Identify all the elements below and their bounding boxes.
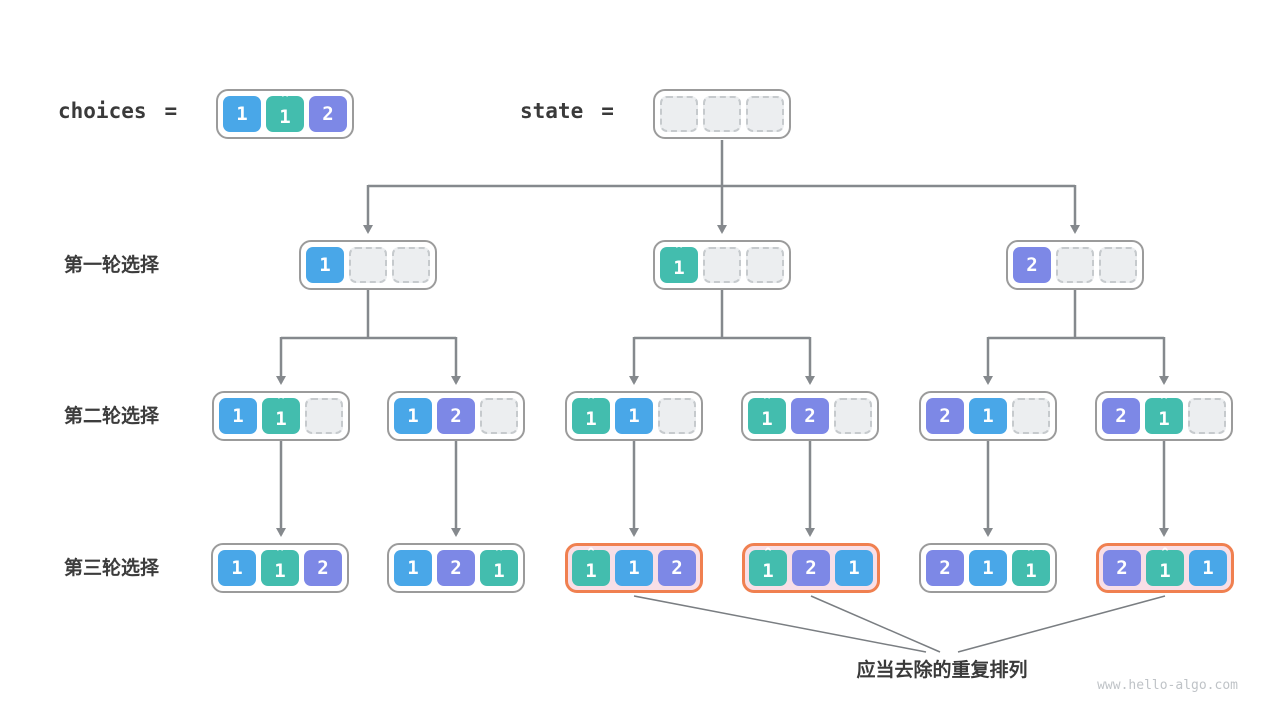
element-1: 1 [218, 550, 256, 586]
empty-slot [660, 96, 698, 132]
element-1: 1 [615, 550, 653, 586]
hat-mark: ˆ [275, 394, 287, 414]
state-label: state [520, 99, 584, 123]
round2-connectors [276, 441, 1169, 537]
element-1: 1 [394, 398, 432, 434]
element-2: 2 [658, 550, 696, 586]
round1-node-1: 1 [299, 240, 437, 290]
element-1: 1 [969, 550, 1007, 586]
empty-slot [1188, 398, 1226, 434]
empty-slot [658, 398, 696, 434]
empty-slot [392, 247, 430, 283]
element-1: 1 [969, 398, 1007, 434]
element-2: 2 [437, 398, 475, 434]
state-equals-sign: = [601, 99, 614, 123]
choices-equals-sign: = [164, 99, 178, 123]
row-label-round1: 第一轮选择 [64, 254, 160, 276]
root-connectors [363, 140, 1080, 234]
element-2: 2 [926, 398, 964, 434]
element-1: 1 [223, 96, 261, 132]
hat-mark: ˆ [493, 546, 505, 566]
hat-mark: ˆ [761, 394, 773, 414]
element-1: 1 [219, 398, 257, 434]
element-2: 2 [926, 550, 964, 586]
empty-slot [480, 398, 518, 434]
element-1: 1 [835, 550, 873, 586]
empty-slot [349, 247, 387, 283]
element-1: 1 [1189, 550, 1227, 586]
element-2: 2 [437, 550, 475, 586]
empty-slot [834, 398, 872, 434]
hat-mark: ˆ [1159, 546, 1171, 566]
state-caption: state = [520, 99, 614, 123]
empty-slot [703, 96, 741, 132]
element-2: 2 [1102, 398, 1140, 434]
empty-slot [746, 247, 784, 283]
watermark: www.hello-algo.com [1097, 678, 1238, 693]
choices-caption: choices = [58, 99, 177, 123]
element-2: 2 [304, 550, 342, 586]
hat-mark: ˆ [1158, 394, 1170, 414]
element-2: 2 [792, 550, 830, 586]
hat-mark: ˆ [762, 546, 774, 566]
element-1: 1 [306, 247, 344, 283]
row-label-round2: 第二轮选择 [64, 405, 160, 427]
hat-mark: ˆ [279, 92, 291, 112]
empty-slot [746, 96, 784, 132]
element-2: 2 [791, 398, 829, 434]
duplicate-pointer-lines [633, 595, 1166, 653]
element-2: 2 [309, 96, 347, 132]
round1-connectors [276, 290, 1169, 385]
element-1: 1 [394, 550, 432, 586]
empty-slot [703, 247, 741, 283]
hat-mark: ˆ [274, 546, 286, 566]
hat-mark: ˆ [585, 394, 597, 414]
state-array [653, 89, 791, 139]
hat-mark: ˆ [673, 243, 685, 263]
hat-mark: ˆ [585, 546, 597, 566]
empty-slot [1012, 398, 1050, 434]
row-label-round3: 第三轮选择 [64, 557, 160, 579]
empty-slot [1056, 247, 1094, 283]
element-1: 1 [615, 398, 653, 434]
element-2: 2 [1103, 550, 1141, 586]
choices-label: choices [58, 99, 147, 123]
empty-slot [305, 398, 343, 434]
duplicate-annotation: 应当去除的重复排列 [856, 659, 1028, 681]
empty-slot [1099, 247, 1137, 283]
element-2: 2 [1013, 247, 1051, 283]
hat-mark: ˆ [1025, 546, 1037, 566]
round1-node-3: 2 [1006, 240, 1144, 290]
